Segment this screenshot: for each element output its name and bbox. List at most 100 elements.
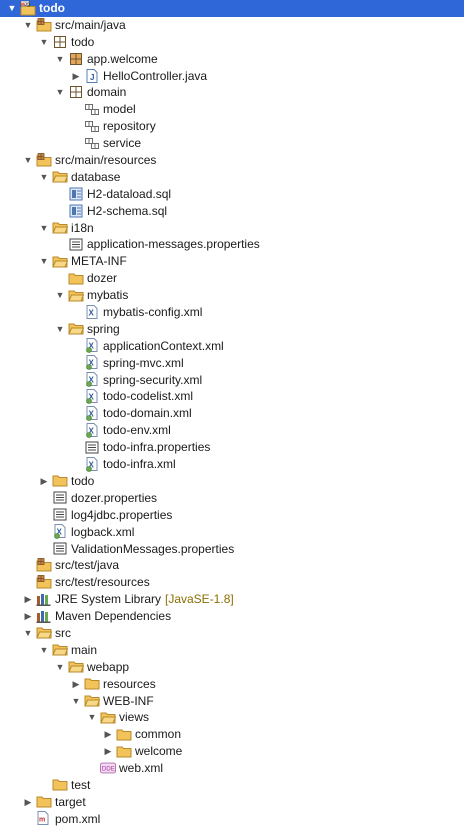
tree-item[interactable]: ▼ webapp xyxy=(0,659,464,676)
tree-item[interactable]: ▼ WEB-INF xyxy=(0,693,464,710)
web-xml-icon: DDE xyxy=(100,761,116,775)
tree-item[interactable]: ▼ spring xyxy=(0,321,464,338)
expand-arrow-icon[interactable]: ▶ xyxy=(40,475,48,486)
tree-item[interactable]: ▼ src xyxy=(0,625,464,642)
collapse-arrow-icon[interactable]: ▼ xyxy=(39,36,49,47)
java-file-icon: J xyxy=(84,68,100,83)
tree-item[interactable]: H2-dataload.sql xyxy=(0,186,464,203)
tree-item[interactable]: ▼ views xyxy=(0,709,464,726)
tree-item[interactable]: ▶ target xyxy=(0,794,464,811)
tree-item[interactable]: src/test/java xyxy=(0,557,464,574)
collapse-arrow-icon[interactable]: ▼ xyxy=(39,256,49,267)
collapse-arrow-icon[interactable]: ▼ xyxy=(7,3,17,13)
tree-item[interactable]: src/test/resources xyxy=(0,574,464,591)
expand-arrow-icon[interactable]: ▶ xyxy=(24,796,32,807)
tree-item[interactable]: X todo-infra.xml xyxy=(0,456,464,473)
tree-item-label: HelloController.java xyxy=(103,68,208,83)
tree-item-label: target xyxy=(55,794,86,809)
tree-item[interactable]: application-messages.properties xyxy=(0,236,464,253)
tree-item-label: application-messages.properties xyxy=(87,237,260,252)
tree-item[interactable]: ▶ todo xyxy=(0,473,464,490)
tree-item-label: Maven Dependencies xyxy=(55,609,172,624)
tree-item-label: todo-infra.xml xyxy=(103,457,176,472)
tree-item[interactable]: ▼ src/main/java xyxy=(0,17,464,34)
tree-item[interactable]: ▼ META-INF xyxy=(0,253,464,270)
tree-item-label: WEB-INF xyxy=(103,693,154,708)
folder-icon xyxy=(36,626,52,640)
tree-item[interactable]: X todo-env.xml xyxy=(0,422,464,439)
tree-item[interactable]: ▶ Maven Dependencies xyxy=(0,608,464,625)
collapse-arrow-icon[interactable]: ▼ xyxy=(55,661,65,672)
tree-item-label: mybatis-config.xml xyxy=(103,305,203,320)
tree-item[interactable]: X applicationContext.xml xyxy=(0,338,464,355)
tree-item[interactable]: log4jdbc.properties xyxy=(0,507,464,524)
tree-item[interactable]: X spring-security.xml xyxy=(0,372,464,389)
collapse-arrow-icon[interactable]: ▼ xyxy=(23,155,33,166)
collapse-arrow-icon[interactable]: ▼ xyxy=(55,87,65,98)
tree-item[interactable]: X todo-domain.xml xyxy=(0,405,464,422)
tree-item-label: test xyxy=(71,777,91,792)
tree-item-label: JRE System Library xyxy=(55,592,162,607)
tree-item[interactable]: todo-infra.properties xyxy=(0,439,464,456)
svg-text:J: J xyxy=(90,73,94,82)
tree-item-label: H2-schema.sql xyxy=(87,203,168,218)
collapse-arrow-icon[interactable]: ▼ xyxy=(55,290,65,301)
collapse-arrow-icon[interactable]: ▼ xyxy=(23,19,33,30)
tree-item-label: log4jdbc.properties xyxy=(71,507,173,522)
expand-arrow-icon[interactable]: ▶ xyxy=(72,678,80,689)
collapse-arrow-icon[interactable]: ▼ xyxy=(39,644,49,655)
tree-item[interactable]: ▶ J HelloController.java xyxy=(0,68,464,85)
collapse-arrow-icon[interactable]: ▼ xyxy=(39,171,49,182)
source-folder-icon xyxy=(36,17,52,32)
collapse-arrow-icon[interactable]: ▼ xyxy=(55,53,65,64)
tree-item-label: domain xyxy=(87,85,127,100)
tree-item[interactable]: m pom.xml xyxy=(0,811,464,828)
tree-item[interactable]: service xyxy=(0,135,464,152)
expand-arrow-icon[interactable]: ▶ xyxy=(72,70,80,81)
collapse-arrow-icon[interactable]: ▼ xyxy=(55,323,65,334)
tree-item[interactable]: test xyxy=(0,777,464,794)
tree-item[interactable]: ▶ welcome xyxy=(0,743,464,760)
properties-file-icon xyxy=(52,542,68,556)
svg-text:X: X xyxy=(88,460,94,469)
tree-item[interactable]: ▼ main xyxy=(0,642,464,659)
expand-arrow-icon[interactable]: ▶ xyxy=(24,594,32,605)
expand-arrow-icon[interactable]: ▶ xyxy=(24,611,32,622)
expand-arrow-icon[interactable]: ▶ xyxy=(104,729,112,740)
tree-item[interactable]: ValidationMessages.properties xyxy=(0,541,464,558)
tree-item[interactable]: X spring-mvc.xml xyxy=(0,355,464,372)
tree-item[interactable]: ▶ resources xyxy=(0,676,464,693)
tree-item[interactable]: ▼ todo xyxy=(0,34,464,51)
source-folder-icon xyxy=(36,575,52,589)
folder-icon xyxy=(52,778,68,792)
collapse-arrow-icon[interactable]: ▼ xyxy=(39,222,49,233)
tree-item[interactable]: ▶ JRE System Library[JavaSE-1.8] xyxy=(0,591,464,608)
tree-item[interactable]: ▼ database xyxy=(0,169,464,186)
tree-item-label: spring xyxy=(87,321,120,336)
tree-item[interactable]: dozer.properties xyxy=(0,490,464,507)
tree-item[interactable]: ▼ src/main/resources xyxy=(0,152,464,169)
tree-item[interactable]: ▼ M JS todo xyxy=(0,0,464,17)
collapse-arrow-icon[interactable]: ▼ xyxy=(23,627,33,638)
tree-item[interactable]: repository xyxy=(0,118,464,135)
tree-item[interactable]: model xyxy=(0,101,464,118)
tree-item[interactable]: ▼ i18n xyxy=(0,220,464,237)
tree-item[interactable]: ▼ domain xyxy=(0,84,464,101)
tree-item[interactable]: X todo-codelist.xml xyxy=(0,388,464,405)
tree-item-label: views xyxy=(119,710,150,725)
tree-item[interactable]: dozer xyxy=(0,270,464,287)
expand-arrow-icon[interactable]: ▶ xyxy=(104,746,112,757)
tree-item[interactable]: H2-schema.sql xyxy=(0,203,464,220)
tree-item-label: dozer xyxy=(87,271,118,286)
tree-item[interactable]: ▶ common xyxy=(0,726,464,743)
tree-item[interactable]: X logback.xml xyxy=(0,524,464,541)
collapse-arrow-icon[interactable]: ▼ xyxy=(87,712,97,723)
tree-item[interactable]: ▼ mybatis xyxy=(0,287,464,304)
collapse-arrow-icon[interactable]: ▼ xyxy=(71,695,81,706)
tree-item-label: logback.xml xyxy=(71,524,135,539)
tree-item[interactable]: DDE web.xml xyxy=(0,760,464,777)
package-icon xyxy=(68,85,84,99)
tree-item[interactable]: X mybatis-config.xml xyxy=(0,304,464,321)
tree-item-label: webapp xyxy=(87,659,130,674)
tree-item[interactable]: ▼ app.welcome xyxy=(0,51,464,68)
